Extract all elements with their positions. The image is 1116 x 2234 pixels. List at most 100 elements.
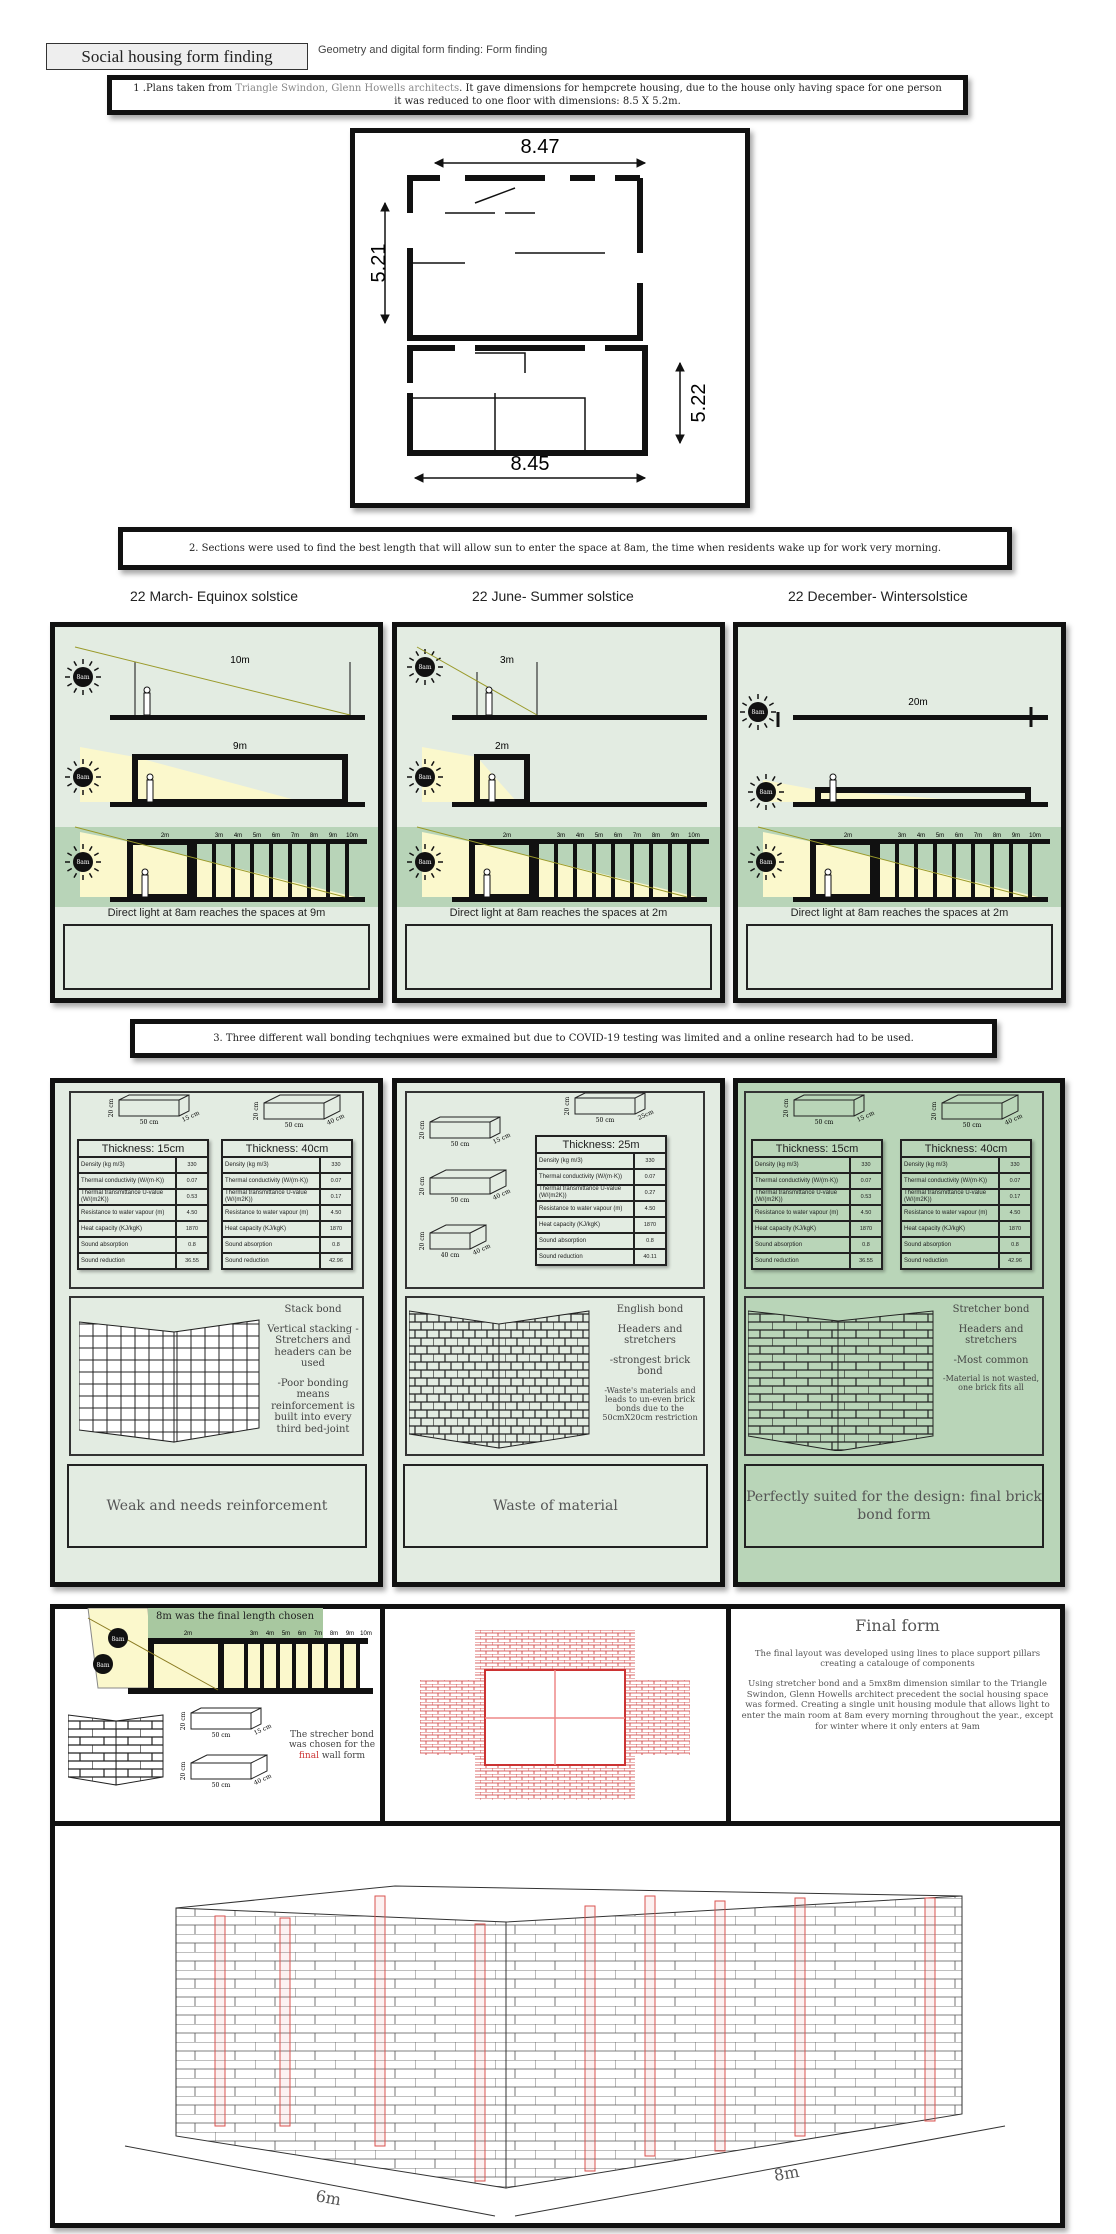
- section-length-1: 20m: [908, 697, 927, 708]
- model-dim-left: 6m: [314, 2186, 342, 2209]
- property-label: Thermal transmittance U-value (W/(m2K)): [221, 1188, 321, 1206]
- support-pillar: [794, 1897, 806, 2137]
- sun-icon: [73, 852, 93, 872]
- page-title: Social housing form finding: [46, 43, 308, 70]
- table-row: Resistance to water vapour (m)4.50: [535, 1200, 667, 1218]
- note-text-end: wall form: [318, 1750, 366, 1761]
- support-pillar: [214, 1915, 226, 2127]
- sun-icon: [73, 767, 93, 787]
- stack-properties: 20 cm 50 cm 15 cm 20 cm 50 cm 40 cm Thic…: [69, 1091, 364, 1289]
- property-value: 1870: [998, 1220, 1032, 1238]
- distance-tick: 6m: [272, 833, 280, 839]
- bond-verdict: Weak and needs reinforcement: [67, 1464, 367, 1548]
- step1-text: 1 .Plans taken from: [133, 83, 236, 94]
- bond-panel-english: 20 cm 50 cm 15 cm 20 cm 50 cm 40 cm 20 c…: [392, 1078, 725, 1587]
- notes-box: [63, 924, 370, 990]
- bond-name: Stack bond: [284, 1304, 342, 1315]
- distance-tick: 4m: [576, 833, 584, 839]
- section-caption: Direct light at 8am reaches the spaces a…: [107, 907, 326, 919]
- brick-diagram: 20 cm 50 cm 15 cm: [419, 1116, 512, 1148]
- brick-height: 20 cm: [419, 1120, 426, 1139]
- property-label: Thermal conductivity (W/(m·K)): [900, 1172, 1000, 1190]
- brick-diagram: 20 cm 50 cm 15 cm: [180, 1707, 273, 1739]
- distance-tick: 7m: [314, 1631, 322, 1637]
- distance-tick: 10m: [346, 833, 358, 839]
- plan-dim-left: 5.21: [368, 244, 390, 283]
- bond-name: Stretcher bond: [952, 1304, 1030, 1315]
- table-row: Heat capacity (KJ/kgK)1870: [535, 1216, 667, 1234]
- season-title-december: 22 December- Wintersolstice: [788, 588, 968, 604]
- bond-desc: Headers and stretchers: [958, 1323, 1024, 1347]
- property-value: 330: [849, 1156, 883, 1174]
- final-board: [50, 1604, 1065, 2228]
- brick-diagram: 20 cm 50 cm 25cm: [564, 1092, 655, 1124]
- brick-diagram: 20 cm 50 cm 40 cm: [931, 1094, 1024, 1129]
- distance-tick: 4m: [234, 833, 242, 839]
- sun-icon: [415, 767, 435, 787]
- property-label: Thermal transmittance U-value (W/(m2K)): [77, 1188, 177, 1206]
- sun-time-label: 8am: [751, 709, 764, 716]
- sun-time-label: 8am: [76, 674, 89, 681]
- stack-bond-drawing: [79, 1319, 260, 1443]
- property-label: Sound absorption: [900, 1236, 1000, 1254]
- property-value: 0.07: [998, 1172, 1032, 1190]
- property-label: Density (kg m/3): [221, 1156, 321, 1174]
- brick-length: 50 cm: [285, 1122, 304, 1129]
- property-value: 0.53: [849, 1188, 883, 1206]
- step3-caption: 3. Three different wall bonding techqniu…: [130, 1019, 997, 1058]
- sun-icon: [415, 657, 435, 677]
- property-label: Heat capacity (KJ/kgK): [535, 1216, 635, 1234]
- property-label: Density (kg m/3): [900, 1156, 1000, 1174]
- notes-box: [746, 924, 1053, 990]
- support-pillar: [714, 1900, 726, 2152]
- final-bond-note: The strecher bond was chosen for the fin…: [286, 1730, 378, 1761]
- brick-height: 20 cm: [253, 1101, 260, 1120]
- property-value: 36.55: [849, 1252, 883, 1270]
- sun-time-label: 8am: [759, 789, 772, 796]
- table-row: Density (kg m/3)330: [221, 1156, 353, 1174]
- property-label: Heat capacity (KJ/kgK): [900, 1220, 1000, 1238]
- english-properties: 20 cm 50 cm 15 cm 20 cm 50 cm 40 cm 20 c…: [405, 1091, 705, 1289]
- divider: [726, 1604, 731, 1826]
- table-row: Thermal transmittance U-value (W/(m2K))0…: [900, 1188, 1032, 1206]
- bond-panel-stack: 20 cm 50 cm 15 cm 20 cm 50 cm 40 cm Thic…: [50, 1078, 383, 1587]
- property-label: Heat capacity (KJ/kgK): [221, 1220, 321, 1238]
- sun-time-label: 8am: [418, 859, 431, 866]
- property-value: 0.17: [998, 1188, 1032, 1206]
- brick-depth: 40 cm: [326, 1112, 346, 1126]
- distance-tick: 3m: [250, 1631, 258, 1637]
- brick-diagram: 20 cm 50 cm 40 cm: [253, 1094, 346, 1129]
- sun-icon: [748, 702, 768, 722]
- property-value: 4.50: [319, 1204, 353, 1222]
- table-row: Density (kg m/3)330: [751, 1156, 883, 1174]
- property-value: 330: [175, 1156, 209, 1174]
- property-value: 36.55: [175, 1252, 209, 1270]
- brick-depth: 15 cm: [492, 1131, 512, 1145]
- table-row: Resistance to water vapour (m)4.50: [900, 1204, 1032, 1222]
- season-title-june: 22 June- Summer solstice: [472, 588, 634, 604]
- sun-icon: [756, 852, 776, 872]
- brick-depth: 40 cm: [253, 1772, 273, 1786]
- final-plan-bricks: [420, 1630, 690, 1800]
- property-label: Density (kg m/3): [535, 1152, 635, 1170]
- distance-tick: 9m: [329, 833, 337, 839]
- precedent-link: Triangle Swindon, Glenn Howells architec…: [235, 83, 460, 94]
- property-label: Thermal transmittance U-value (W/(m2K)): [900, 1188, 1000, 1206]
- property-label: Sound absorption: [221, 1236, 321, 1254]
- brick-diagram: 20 cm 40 cm 40 cm: [419, 1224, 492, 1259]
- property-value: 42.96: [998, 1252, 1032, 1270]
- property-value: 0.07: [175, 1172, 209, 1190]
- property-value: 0.17: [319, 1188, 353, 1206]
- distance-tick: 8m: [330, 1631, 338, 1637]
- table-row: Heat capacity (KJ/kgK)1870: [221, 1220, 353, 1238]
- support-pillar: [584, 1905, 596, 2172]
- property-value: 0.8: [175, 1236, 209, 1254]
- table-row: Thermal conductivity (W/(m·K))0.07: [751, 1172, 883, 1190]
- final-3d-model: 6m 8m: [124, 1885, 1006, 2217]
- property-label: Sound absorption: [751, 1236, 851, 1254]
